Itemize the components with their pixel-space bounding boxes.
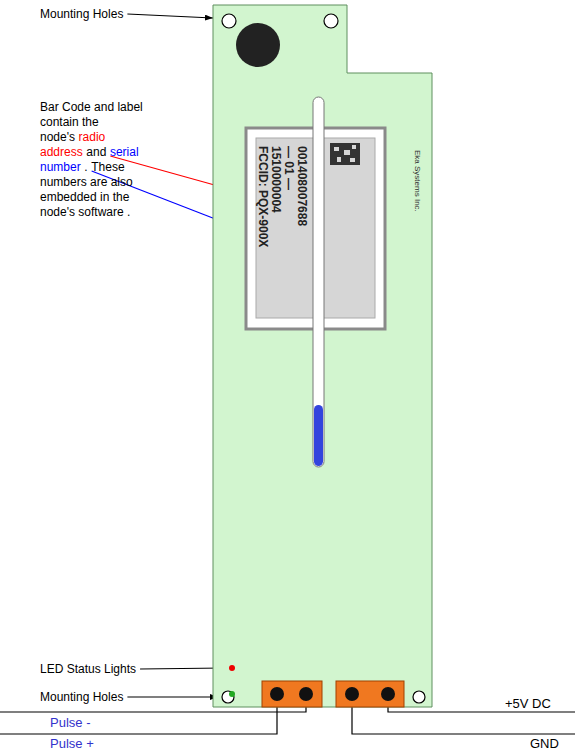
label-line: FCCID: PQX-900X <box>256 146 269 247</box>
terminal-block <box>262 681 322 707</box>
terminal-pin <box>299 687 313 701</box>
vertical-text-group: Eka Systems Inc. <box>412 150 422 212</box>
note-text: Bar Code and label contain the node'srad… <box>40 100 165 220</box>
terminal-pin <box>381 687 395 701</box>
barcode-cell <box>334 147 339 151</box>
barcode-cell <box>350 158 355 162</box>
note-text-part: and <box>86 145 106 159</box>
label-line: — 01 — <box>282 146 295 247</box>
barcode-cell <box>352 145 356 149</box>
graphic-part <box>213 5 432 707</box>
terminal-block <box>336 681 404 707</box>
barcode <box>330 143 360 165</box>
maker-name: Eka Systems Inc. <box>412 150 422 212</box>
mounting-hole <box>222 691 234 703</box>
signal-name: Pulse + <box>50 737 94 751</box>
terminal-pin <box>345 687 359 701</box>
circuit-board: Eka Systems Inc. 001408007688— 01 —151000… <box>213 5 432 707</box>
pulse-plus-wire <box>0 707 277 734</box>
label-line: 001408007688 <box>295 146 308 247</box>
board-outline <box>213 5 432 707</box>
signal-name: GND <box>530 737 559 751</box>
board-illustration <box>213 5 432 707</box>
red-led <box>229 665 235 671</box>
mounting-hole <box>413 691 425 703</box>
barcode-cell <box>337 157 341 162</box>
leader-arrow <box>140 668 224 669</box>
part-label: Mounting Holes <box>40 690 123 704</box>
part-label: Mounting Holes <box>40 7 123 21</box>
barcode-label: 001408007688— 01 —1510000004FCCID: PQX-9… <box>246 128 385 329</box>
antenna-tip <box>314 405 323 466</box>
buzzer-component <box>236 23 280 67</box>
green-led <box>229 691 235 697</box>
leader-arrow <box>127 14 213 18</box>
barcode-cell <box>344 150 350 155</box>
mounting-hole <box>222 14 236 28</box>
mounting-hole <box>324 14 338 28</box>
pulse-minus-wire <box>0 707 306 712</box>
antenna <box>313 97 324 467</box>
note-text-part: . <box>84 160 87 174</box>
ground-wire <box>352 707 575 734</box>
signal-name: Pulse - <box>50 716 90 730</box>
label-line: 1510000004 <box>269 146 282 247</box>
part-label: LED Status Lights <box>40 662 136 676</box>
leader-arrow <box>127 696 218 697</box>
terminal-pin <box>270 687 284 701</box>
vertical-text-group: 001408007688— 01 —1510000004FCCID: PQX-9… <box>256 146 308 247</box>
signal-name: +5V DC <box>505 697 551 711</box>
